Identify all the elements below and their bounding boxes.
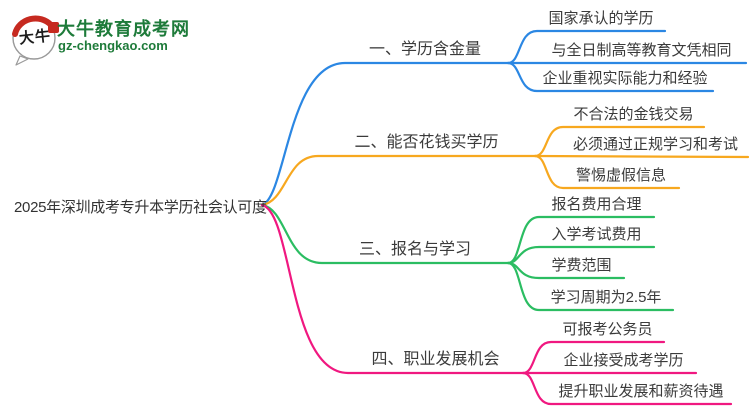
branch4-child3-label: 提升职业发展和薪资待遇 <box>558 383 724 400</box>
branch4-label: 四、职业发展机会 <box>371 351 500 368</box>
branch2-child2-line <box>533 154 750 159</box>
branch1-child3-line <box>506 61 715 93</box>
branch3-child2-label: 入学考试费用 <box>551 226 642 243</box>
branch2-label: 二、能否花钱买学历 <box>354 134 499 151</box>
branch4-child2-label: 企业接受成考学历 <box>563 352 684 369</box>
branch4-child3-line <box>521 371 733 406</box>
branch1-main-line <box>260 61 510 207</box>
branch1-child2-label: 与全日制高等教育文凭相同 <box>551 42 732 59</box>
branch2-child2-label: 必须通过正规学习和考试 <box>572 136 738 153</box>
branch3-child4-line <box>506 261 675 312</box>
branch4-child1-label: 可报考公务员 <box>562 321 653 338</box>
central-topic: 2025年深圳成考专升本学历社会认可度 <box>14 199 267 216</box>
branch1-label: 一、学历含金量 <box>368 41 481 58</box>
branch2-main-line <box>260 154 537 207</box>
branch2-child3-line <box>533 154 681 190</box>
branch4-main-line <box>260 203 525 375</box>
branch4-child1-line <box>521 340 666 375</box>
site-url: gz-chengkao.com <box>58 38 168 53</box>
branch3-main-line <box>260 203 510 265</box>
site-name: 大牛教育成考网 <box>57 19 190 39</box>
logo-characters: 大牛 <box>18 26 52 48</box>
branch1-child3-label: 企业重视实际能力和经验 <box>542 70 708 87</box>
branch3-child4-label: 学习周期为2.5年 <box>550 289 662 306</box>
branch1-child1-label: 国家承认的学历 <box>548 10 654 27</box>
branch2-child1-label: 不合法的金钱交易 <box>573 106 694 123</box>
branch3-child3-label: 学费范围 <box>551 257 612 274</box>
site-logo: 大牛 大牛教育成考网 gz-chengkao.com <box>8 8 198 66</box>
cow-speech-bubble-icon <box>12 15 59 66</box>
branch3-child1-label: 报名费用合理 <box>551 196 642 213</box>
branch2-child3-label: 警惕虚假信息 <box>575 167 666 184</box>
branch3-label: 三、报名与学习 <box>358 241 471 258</box>
